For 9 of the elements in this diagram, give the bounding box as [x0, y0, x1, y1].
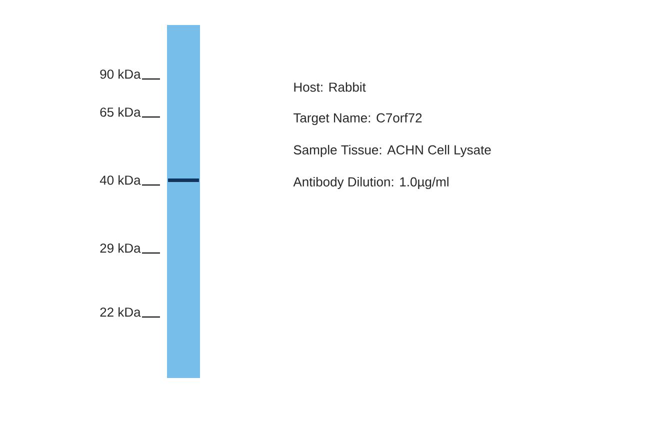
marker-label: 29 kDa	[100, 243, 141, 253]
info-text: Target Name: C7orf72	[294, 112, 422, 126]
marker-label: 40 kDa	[100, 175, 141, 185]
info-text: Antibody Dilution: 1.0µg/ml	[293, 176, 448, 190]
info-text: Sample Tissue: ACHN Cell Lysate	[294, 144, 491, 158]
marker-label: 90 kDa	[100, 69, 141, 79]
marker-label: 65 kDa	[100, 107, 141, 117]
marker-label: 22 kDa	[100, 307, 141, 317]
info-text: Host: Rabbit	[294, 82, 366, 92]
